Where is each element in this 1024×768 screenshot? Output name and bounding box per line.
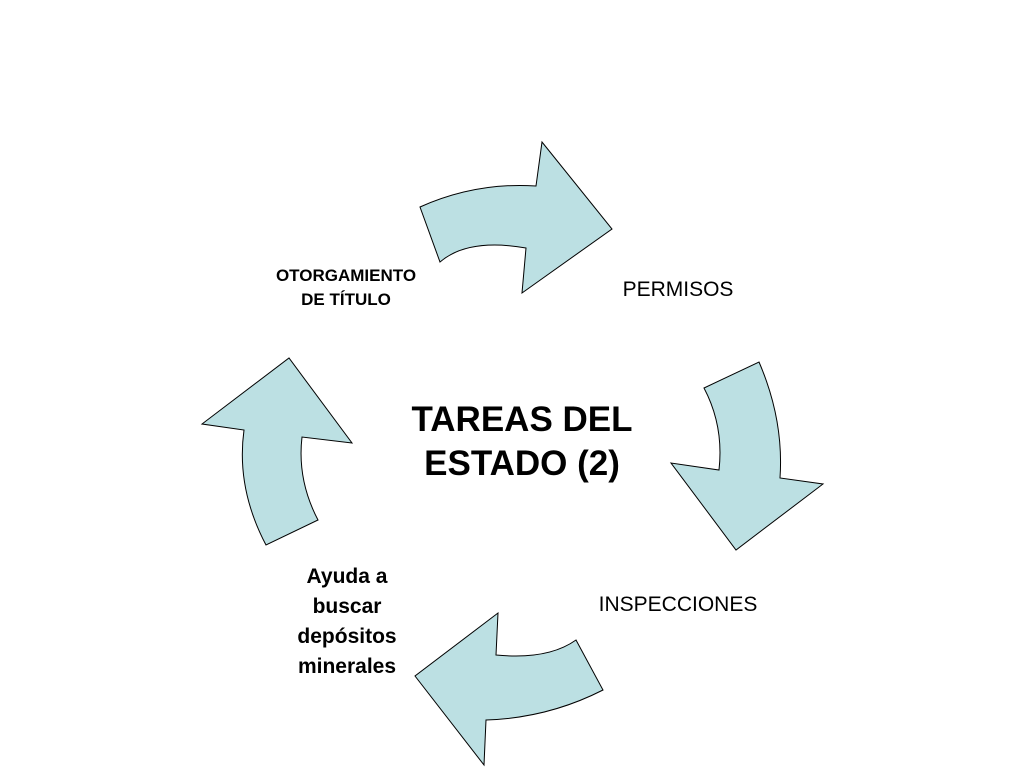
arrow-titulo-to-permisos — [419, 140, 613, 295]
node-label-permisos: PERMISOS — [622, 278, 734, 301]
node-label-ayuda-line-3: depósitos — [297, 625, 397, 648]
center-title-line-1: TAREAS DEL — [411, 400, 633, 439]
node-label-otorgamiento: OTORGAMIENTO DE TÍTULO — [236, 264, 456, 312]
node-label-ayuda-line-4: minerales — [297, 655, 397, 678]
node-label-inspecciones: INSPECCIONES — [598, 593, 758, 616]
node-label-ayuda-line-2: buscar — [312, 595, 382, 618]
node-label-otorgamiento-line-2: DE TÍTULO — [301, 290, 391, 309]
center-title-line-2: ESTADO (2) — [424, 444, 620, 483]
arrow-inspecciones-to-ayuda — [414, 611, 604, 767]
node-label-otorgamiento-line-1: OTORGAMIENTO — [275, 266, 417, 285]
center-title: TAREAS DEL ESTADO (2) — [372, 398, 672, 486]
arrow-ayuda-to-titulo — [200, 357, 354, 546]
node-label-ayuda: Ayuda a buscar depósitos minerales — [262, 562, 432, 682]
arrow-permisos-to-inspecciones — [669, 361, 825, 551]
node-label-ayuda-line-1: Ayuda a — [306, 565, 388, 588]
